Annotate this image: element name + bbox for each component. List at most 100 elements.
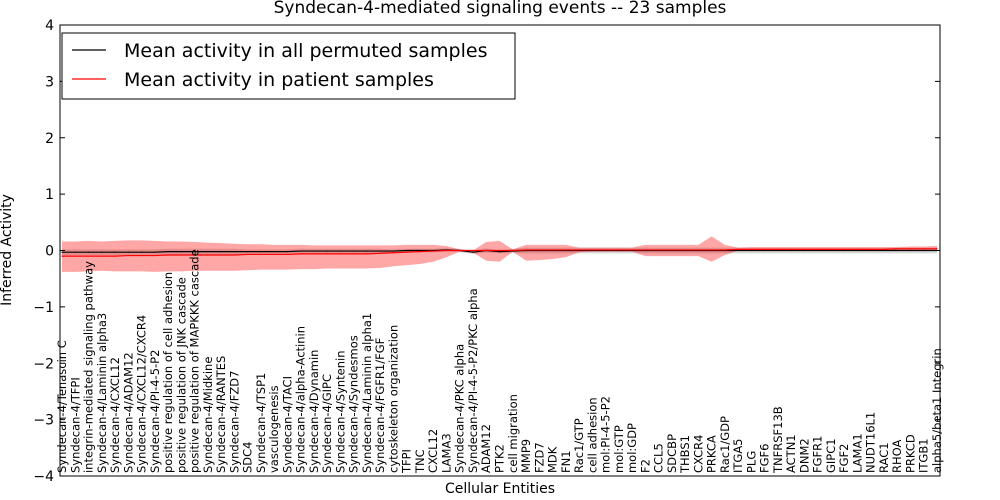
data-point [101, 255, 103, 257]
data-point [657, 249, 660, 251]
x-category-label: PLG [744, 451, 758, 473]
data-point [538, 249, 540, 251]
data-point [923, 248, 925, 250]
x-category-label: mol:GTP [612, 425, 626, 473]
x-category-label: Syndecan-4/FZD7 [227, 371, 241, 473]
x-category-label: TNFRSF13B [771, 406, 785, 474]
data-point [551, 249, 554, 251]
data-point [353, 253, 355, 255]
data-point [61, 255, 63, 257]
x-category-label: Syndecan-4/PKC alpha [453, 344, 467, 473]
data-point [843, 248, 845, 250]
x-category-label: CXCR4 [691, 435, 705, 473]
patient-band-area [62, 236, 937, 272]
data-point [260, 251, 262, 253]
data-point [883, 249, 885, 252]
data-point [379, 250, 381, 252]
x-category-label: Syndecan-4/GIPC [320, 374, 334, 473]
x-category-label: TNC [413, 449, 427, 474]
data-point [339, 250, 342, 252]
data-point [87, 255, 90, 257]
data-point [379, 252, 381, 254]
x-category-label: ITGA5 [731, 438, 745, 473]
data-point [936, 248, 938, 250]
data-point [803, 249, 806, 252]
x-category-label: Rac1/GDP [718, 416, 732, 473]
y-axis-label: Inferred Activity [0, 194, 15, 306]
data-point [74, 255, 76, 257]
y-tick-label: 4 [45, 18, 54, 34]
x-category-label: FGF6 [758, 444, 772, 473]
data-point [366, 253, 368, 255]
data-point [114, 251, 116, 253]
legend-label-permuted: Mean activity in all permuted samples [124, 40, 487, 62]
data-point [286, 251, 288, 253]
x-category-label: vasculogenesis [267, 385, 281, 473]
chart-title: Syndecan-4-mediated signaling events -- … [274, 0, 727, 18]
data-point [140, 251, 143, 253]
x-category-label: ACTN1 [784, 434, 798, 473]
data-point [750, 249, 752, 252]
data-point [830, 248, 832, 250]
data-point [923, 249, 925, 252]
data-point [817, 248, 819, 250]
data-point [154, 254, 156, 257]
data-point [896, 248, 898, 250]
data-point [604, 249, 607, 251]
x-category-label: Syndecan-4/TFPI [68, 377, 82, 473]
data-point [247, 251, 249, 253]
data-point [127, 251, 129, 253]
data-point [74, 251, 76, 253]
data-point [830, 249, 832, 252]
data-point [777, 248, 779, 250]
x-category-label: SDCBP [665, 434, 679, 473]
x-category-label: mol:GDP [625, 423, 639, 473]
y-tick-label: 3 [45, 74, 54, 90]
data-point [220, 251, 222, 253]
data-point [817, 249, 819, 252]
y-tick-label: 2 [45, 131, 54, 147]
x-category-label: LAMA3 [439, 433, 453, 473]
y-tick-label: −1 [33, 300, 54, 316]
data-point [870, 249, 872, 252]
data-point [644, 249, 646, 251]
x-category-label: alpha5/beta1 Integrin [930, 348, 944, 473]
y-tick-label: −3 [33, 413, 54, 429]
x-category-label: CCL5 [652, 443, 666, 473]
data-point [631, 249, 633, 251]
x-category-label: SDC4 [241, 441, 255, 473]
data-point [724, 249, 726, 251]
data-point [339, 253, 342, 255]
data-point [114, 255, 116, 257]
data-point [406, 249, 408, 252]
data-point [459, 249, 461, 252]
data-point [419, 249, 421, 252]
data-point [856, 248, 859, 250]
data-point [233, 251, 235, 253]
data-point [87, 251, 90, 253]
y-tick-label: 0 [45, 244, 54, 260]
data-point [167, 251, 169, 253]
x-category-label: positive regulation of cell adhesion [161, 272, 175, 473]
data-point [909, 249, 912, 252]
x-category-label: Syndecan-4/Syntenin [333, 350, 347, 473]
data-point [790, 248, 792, 250]
x-category-label: Syndecan-4/Laminin alpha1 [360, 313, 374, 473]
x-category-label: integrin-mediated signaling pathway [82, 261, 96, 473]
data-point [883, 248, 885, 250]
data-point [366, 250, 368, 252]
data-point [843, 249, 845, 252]
data-point [472, 249, 474, 252]
data-point [591, 249, 593, 251]
x-category-label: FGFR1 [811, 436, 825, 473]
data-point [180, 254, 182, 256]
x-category-label: MMP9 [519, 439, 533, 473]
y-tick-label: −2 [33, 356, 54, 372]
data-point [870, 248, 872, 250]
x-category-label: LAMA1 [850, 433, 864, 473]
x-category-label: Rac1/GTP [572, 418, 586, 473]
data-point [472, 251, 474, 253]
y-tick-label: −4 [33, 469, 54, 485]
data-point [313, 250, 315, 252]
